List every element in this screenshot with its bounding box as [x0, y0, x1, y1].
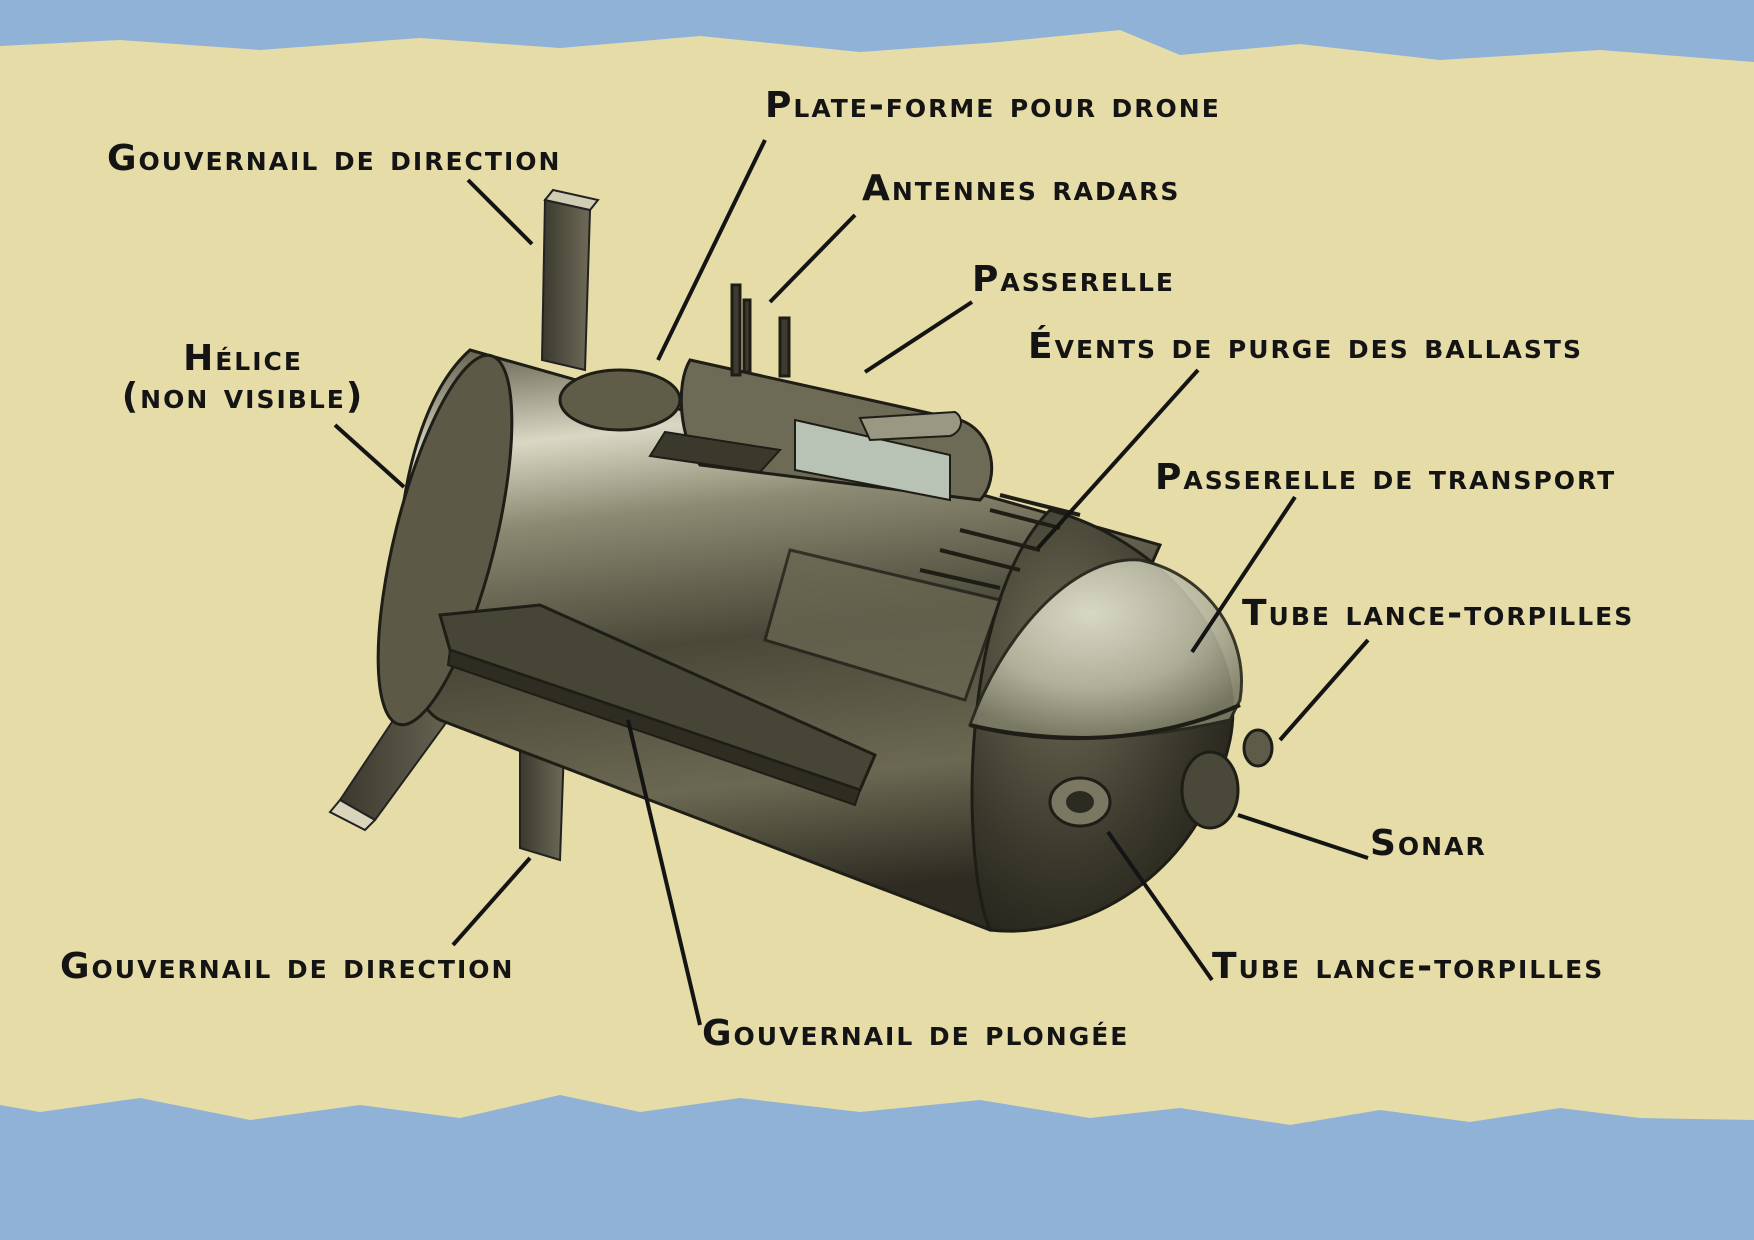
leader-torpedo-top: [1278, 638, 1370, 742]
torpedo-tube-starboard: [1242, 728, 1274, 768]
leader-ballast: [1036, 368, 1200, 550]
label-radar-antennas: Antennes radars: [862, 168, 1181, 209]
leader-transport: [1190, 495, 1297, 654]
label-transport-bridge: Passerelle de transport: [1155, 457, 1617, 498]
upper-rudder: [540, 188, 600, 372]
leader-passerelle: [863, 300, 974, 374]
label-torpedo-tube-bottom: Tube lance-torpilles: [1212, 946, 1605, 987]
label-propeller-line2: (non visible): [121, 375, 365, 417]
torpedo-tube-port: [1048, 776, 1112, 828]
ballast-vents: [919, 493, 1081, 590]
leader-rudder-top: [466, 178, 534, 246]
leader-propeller: [333, 423, 406, 489]
label-rudder-top: Gouvernail de direction: [107, 138, 562, 179]
label-dive-plane: Gouvernail de plongée: [702, 1013, 1130, 1054]
hull-hatch-panel: [763, 548, 1002, 702]
leader-rudder-bottom: [451, 856, 532, 947]
label-sonar: Sonar: [1370, 823, 1487, 864]
dive-plane: [438, 603, 877, 807]
label-ballast-vents: Évents de purge des ballasts: [1028, 326, 1583, 367]
leader-torpedo-bottom: [1106, 830, 1214, 982]
label-drone-platform: Plate-forme pour drone: [765, 85, 1221, 126]
label-rudder-bottom: Gouvernail de direction: [60, 946, 515, 987]
sail-bridge: [558, 358, 994, 502]
leader-lines: [333, 139, 1370, 1026]
leader-dive-plane: [626, 719, 702, 1026]
label-torpedo-tube-top: Tube lance-torpilles: [1242, 593, 1635, 634]
sonar-dome: [1180, 750, 1240, 830]
radar-antennas: [730, 283, 791, 378]
label-propeller: Hélice (non visible): [98, 340, 388, 416]
leader-drone-platform: [656, 139, 767, 361]
label-passerelle: Passerelle: [972, 259, 1175, 300]
leader-sonar: [1237, 813, 1369, 860]
label-propeller-line1: Hélice: [183, 338, 303, 379]
leader-radar: [768, 213, 857, 304]
